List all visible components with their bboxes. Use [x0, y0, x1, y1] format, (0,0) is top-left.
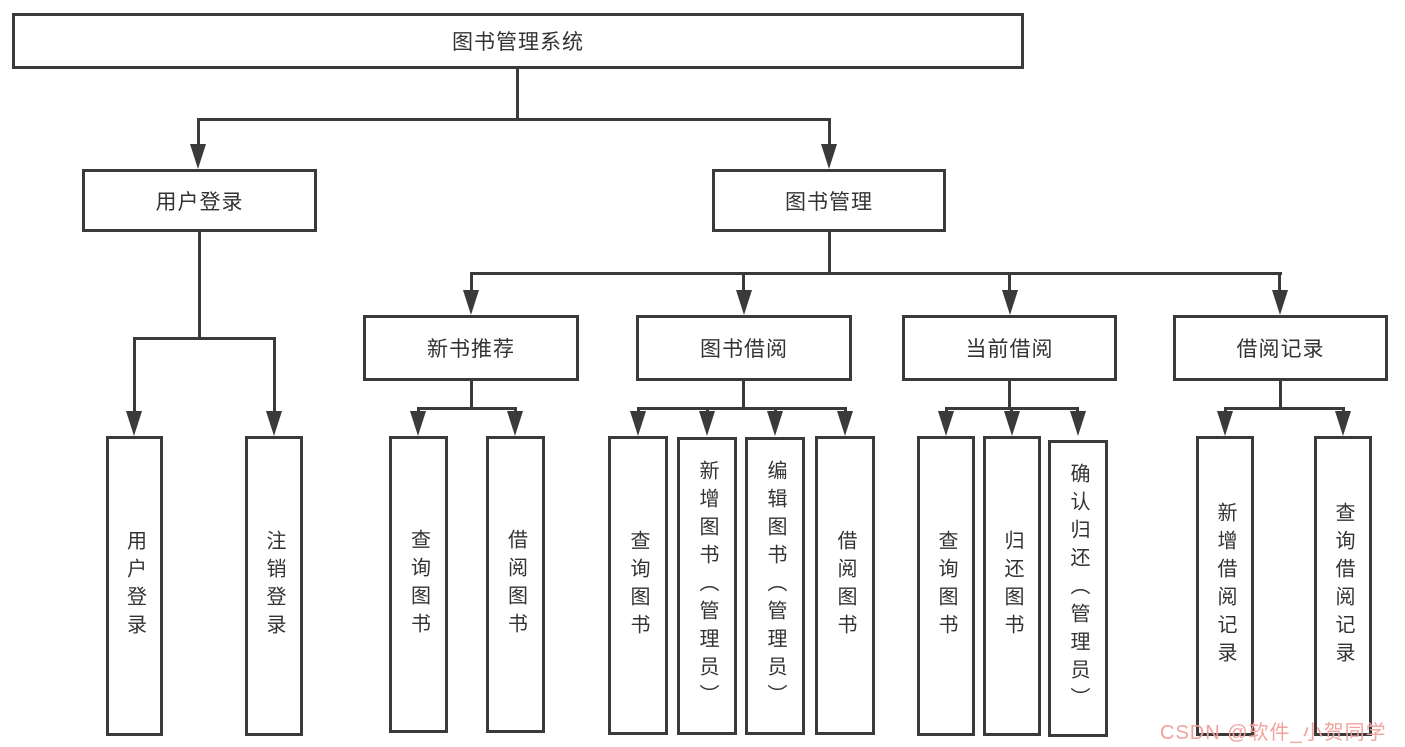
node-borrow-record: 借阅记录 [1173, 315, 1388, 381]
connector-bookmgmt-vertical [828, 232, 831, 272]
leaf-borrow-borrow-book-label: 借阅图书 [834, 529, 856, 642]
leaf-query-borrow-record: 查询借阅记录 [1314, 436, 1372, 736]
connector-stub-borrowrecord [1278, 272, 1281, 294]
leaf-current-return-book-label: 归还图书 [1001, 530, 1023, 642]
arrowhead-borrow-query [630, 411, 646, 436]
arrowhead-user-login [190, 144, 206, 169]
leaf-recommend-borrow-book: 借阅图书 [486, 436, 545, 733]
arrowhead-record-add [1217, 411, 1233, 436]
node-current-borrow-label: 当前借阅 [965, 338, 1054, 361]
arrowhead-leaf-userlogin [126, 411, 142, 436]
connector-bookmgmt-horizontal [470, 272, 1282, 275]
connector-borrowrecord-horizontal [1224, 407, 1345, 410]
arrowhead-cur-confirm [1070, 411, 1086, 436]
leaf-recommend-borrow-book-label: 借阅图书 [504, 528, 527, 641]
arrowhead-record-query [1335, 411, 1351, 436]
connector-root-vertical [516, 69, 519, 119]
connector-bookborrow-horizontal [637, 407, 847, 410]
leaf-recommend-query-book: 查询图书 [389, 436, 448, 733]
arrowhead-rec-borrow [507, 411, 523, 436]
csdn-watermark: CSDN @软件_小贺同学 [1160, 722, 1387, 744]
arrowhead-rec-query [410, 411, 426, 436]
connector-stub-currentborrow [1008, 272, 1011, 294]
leaf-confirm-return-admin-label: 确认归还（管理员） [1067, 462, 1089, 715]
node-new-book-recommend-label: 新书推荐 [427, 338, 515, 361]
connector-currentborrow-vertical [1008, 381, 1011, 407]
node-library-system: 图书管理系统 [12, 13, 1024, 69]
node-current-borrow: 当前借阅 [902, 315, 1117, 381]
leaf-borrow-query-book: 查询图书 [608, 436, 668, 735]
connector-stub-user-login [197, 118, 200, 148]
connector-root-horizontal [197, 118, 831, 121]
leaf-current-return-book: 归还图书 [983, 436, 1041, 736]
arrowhead-borrow-borrow [837, 411, 853, 436]
node-new-book-recommend: 新书推荐 [363, 315, 579, 381]
leaf-borrow-borrow-book: 借阅图书 [815, 436, 875, 735]
arrowhead-currentborrow [1002, 290, 1018, 315]
connector-stub-leaf-userlogin [133, 337, 136, 415]
node-book-borrow: 图书借阅 [636, 315, 852, 381]
leaf-logout: 注销登录 [245, 436, 303, 736]
leaf-user-login-label: 用户登录 [123, 530, 146, 642]
leaf-query-borrow-record-label: 查询借阅记录 [1332, 502, 1354, 670]
arrowhead-cur-return [1004, 411, 1020, 436]
leaf-borrow-add-book-admin: 新增图书（管理员） [677, 437, 737, 735]
connector-stub-bookborrow [742, 272, 745, 294]
connector-stub-book-mgmt [828, 118, 831, 148]
leaf-current-query-book-label: 查询图书 [935, 530, 957, 642]
arrowhead-leaf-logout [266, 411, 282, 436]
leaf-borrow-edit-book-admin-label: 编辑图书（管理员） [764, 460, 786, 712]
node-user-login-label: 用户登录 [155, 190, 244, 214]
arrowhead-borrow-edit [767, 411, 783, 436]
connector-userlogin-horizontal [133, 337, 275, 340]
arrowhead-borrow-add [699, 411, 715, 436]
node-user-login: 用户登录 [82, 169, 317, 232]
leaf-logout-label: 注销登录 [263, 530, 285, 642]
node-library-system-label: 图书管理系统 [452, 31, 584, 54]
arrowhead-newbookrec [463, 290, 479, 315]
connector-userlogin-vertical [198, 232, 201, 337]
connector-stub-leaf-logout [273, 337, 276, 415]
node-book-management-label: 图书管理 [785, 190, 873, 214]
connector-borrowrecord-vertical [1279, 381, 1282, 407]
arrowhead-book-mgmt [821, 144, 837, 169]
leaf-add-borrow-record: 新增借阅记录 [1196, 436, 1254, 736]
leaf-confirm-return-admin: 确认归还（管理员） [1048, 440, 1108, 737]
connector-newbookrec-horizontal [417, 407, 517, 410]
connector-newbookrec-vertical [470, 381, 473, 407]
leaf-borrow-query-book-label: 查询图书 [627, 529, 649, 642]
node-borrow-record-label: 借阅记录 [1236, 338, 1325, 361]
connector-bookborrow-vertical [742, 381, 745, 407]
leaf-recommend-query-book-label: 查询图书 [407, 528, 430, 641]
leaf-add-borrow-record-label: 新增借阅记录 [1214, 502, 1236, 670]
leaf-borrow-edit-book-admin: 编辑图书（管理员） [745, 437, 805, 735]
arrowhead-bookborrow [736, 290, 752, 315]
leaf-borrow-add-book-admin-label: 新增图书（管理员） [696, 460, 718, 712]
arrowhead-borrowrecord [1272, 290, 1288, 315]
leaf-user-login: 用户登录 [106, 436, 163, 736]
arrowhead-cur-query [938, 411, 954, 436]
connector-stub-newbookrec [470, 272, 473, 294]
leaf-current-query-book: 查询图书 [917, 436, 975, 736]
node-book-management: 图书管理 [712, 169, 946, 232]
node-book-borrow-label: 图书借阅 [700, 338, 788, 361]
